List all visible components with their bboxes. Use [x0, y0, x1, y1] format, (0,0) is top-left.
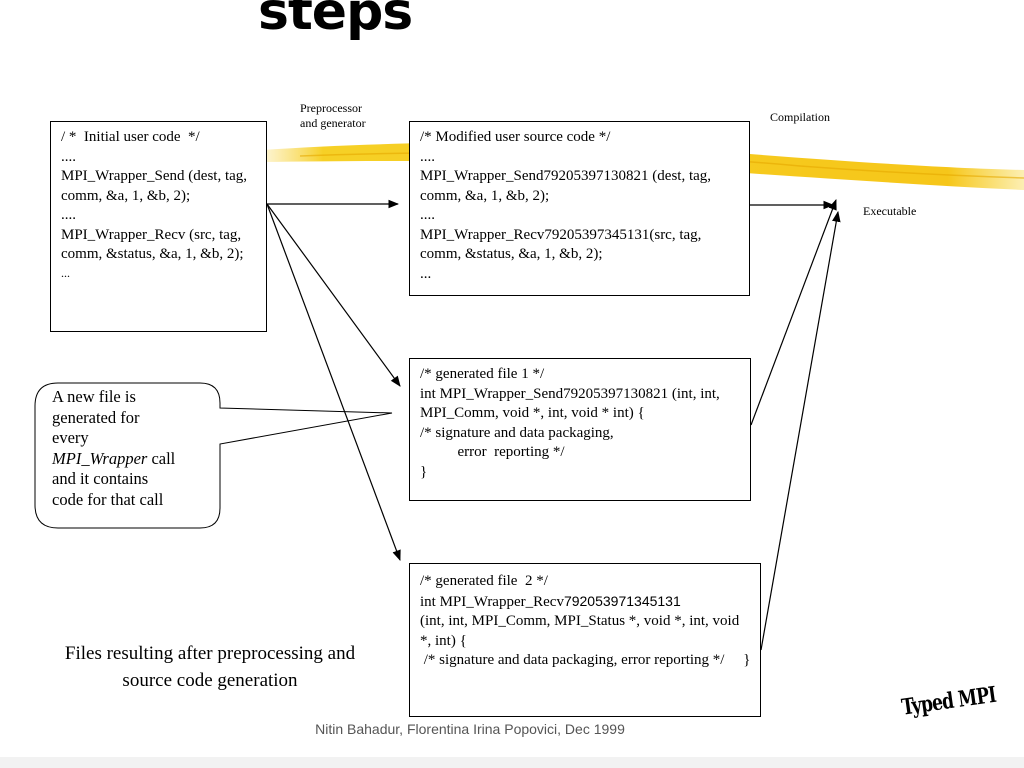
- code-text-id: 792053971345131: [563, 592, 681, 609]
- code-line: ....: [420, 148, 435, 165]
- compilation-label: Compilation: [770, 110, 830, 124]
- arrow-gen2-to-executable: [760, 210, 841, 651]
- code-line: MPI_Wrapper_Recv79205397345131(src, tag,…: [420, 226, 706, 263]
- slide-title: steps: [258, 0, 413, 42]
- code-line: /* Modified user source code */: [420, 129, 611, 145]
- code-line: ....: [61, 148, 76, 165]
- code-line: int MPI_Wrapper_Send79205397130821 (int,…: [420, 385, 724, 422]
- preprocessor-label-line: and generator: [300, 116, 366, 130]
- generated-file-1-box: /* generated file 1 */ int MPI_Wrapper_S…: [409, 358, 751, 501]
- typed-mpi-logo: Typed MPI: [900, 681, 998, 721]
- code-line: int MPI_Wrapper_Recv792053971345131: [420, 592, 752, 613]
- arrow-initial-to-gen2: [266, 203, 401, 562]
- callout-italic: MPI_Wrapper: [52, 448, 148, 468]
- arrow-initial-to-gen1: [266, 203, 401, 387]
- code-line: /* generated file 1 */: [420, 366, 545, 382]
- callout-line-rest: call: [147, 448, 176, 468]
- code-line: /* signature and data packaging, error r…: [420, 652, 751, 668]
- code-line: (int, int, MPI_Comm, MPI_Status *, void …: [420, 612, 752, 651]
- code-line: /* signature and data packaging,: [420, 424, 614, 441]
- callout-line: MPI_Wrapper call: [52, 449, 214, 470]
- arrow-gen1-to-executable: [750, 198, 837, 426]
- bottom-bar: [0, 757, 1024, 768]
- code-line: ...: [61, 265, 70, 280]
- code-line: }: [420, 463, 428, 480]
- code-text: (int, int,: [420, 613, 472, 629]
- callout-text: A new file is generated for every MPI_Wr…: [35, 383, 220, 528]
- diagram-caption: Files resulting after preprocessing and …: [64, 643, 356, 691]
- preprocessor-label: Preprocessor and generator: [300, 101, 366, 131]
- callout-line: and it contains: [52, 469, 149, 488]
- code-line: ...: [420, 265, 432, 282]
- callout-line: A new file is: [52, 387, 136, 406]
- callout-line: code for that call: [52, 489, 164, 509]
- code-text: MPI_Comm, MPI_Status *, void *, int, voi…: [420, 613, 743, 649]
- callout-line: generated for: [52, 407, 140, 427]
- code-line: ....: [420, 207, 435, 223]
- code-line: / * Initial user code */: [61, 129, 200, 145]
- modified-code-box: /* Modified user source code */ .... MPI…: [409, 121, 750, 296]
- callout-line: every: [52, 428, 89, 447]
- code-line: MPI_Wrapper_Recv (src, tag, comm, &statu…: [61, 226, 245, 263]
- code-line: /* generated file 2 */: [420, 573, 548, 589]
- code-line: MPI_Wrapper_Send (dest, tag, comm, &a, 1…: [61, 168, 251, 204]
- executable-label: Executable: [863, 204, 917, 218]
- code-text: int MPI_Wrapper_Recv: [420, 593, 564, 610]
- code-line: ....: [61, 207, 76, 223]
- code-line: MPI_Wrapper_Send79205397130821 (dest, ta…: [420, 168, 715, 204]
- slide-footer: Nitin Bahadur, Florentina Irina Popovici…: [315, 721, 625, 737]
- code-line: error reporting */: [420, 444, 565, 460]
- generated-file-2-box: /* generated file 2 */ int MPI_Wrapper_R…: [409, 563, 761, 717]
- initial-code-box: / * Initial user code */ .... MPI_Wrappe…: [50, 121, 267, 332]
- preprocessor-label-line: Preprocessor: [300, 101, 362, 115]
